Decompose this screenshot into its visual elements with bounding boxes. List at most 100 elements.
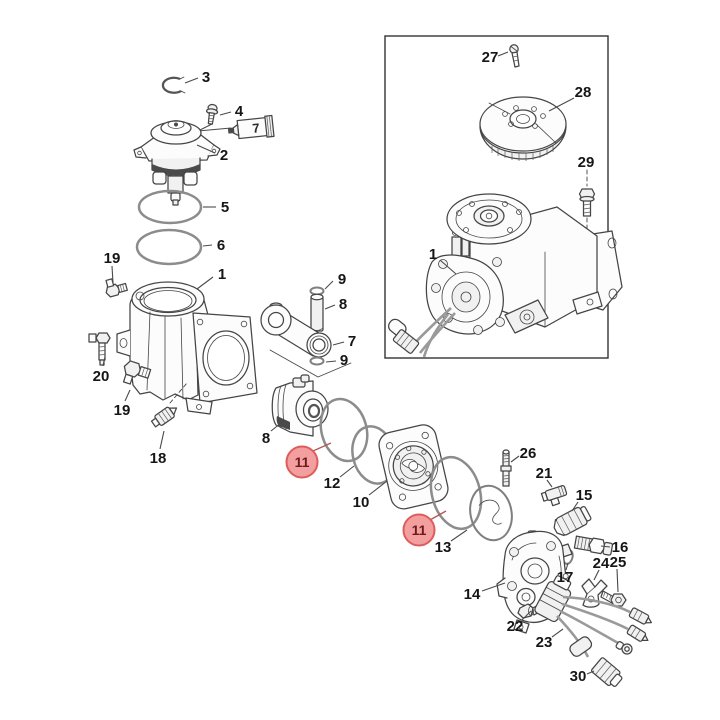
svg-text:17: 17 <box>557 569 574 586</box>
pulley-28 <box>479 96 567 161</box>
piston-8 <box>271 374 329 437</box>
svg-text:1: 1 <box>429 246 437 263</box>
callout-4: 4 <box>219 103 244 120</box>
svg-text:26: 26 <box>520 445 537 462</box>
callout-9-lower: 9 <box>325 352 348 369</box>
svg-text:15: 15 <box>576 487 593 504</box>
svg-text:8: 8 <box>262 430 270 447</box>
piston-pin-8 <box>310 293 324 332</box>
callout-20: 20 <box>93 356 110 385</box>
svg-text:6: 6 <box>217 237 225 254</box>
callout-7: 7 <box>332 333 356 350</box>
inset-box <box>384 35 609 359</box>
stud-26 <box>500 449 512 487</box>
cylinder-block-1 <box>116 281 258 415</box>
retaining-ring-9-upper <box>309 286 325 296</box>
callout-23: 23 <box>536 628 564 651</box>
elbow-fitting-21 <box>540 485 568 507</box>
bolt-25 <box>600 590 627 607</box>
callout-16: 16 <box>600 539 629 556</box>
svg-text:11: 11 <box>295 454 310 470</box>
svg-text:20: 20 <box>93 368 110 385</box>
callout-19-lower: 19 <box>114 389 131 419</box>
svg-text:13: 13 <box>435 539 452 556</box>
svg-text:9: 9 <box>338 271 346 288</box>
retaining-ring-3 <box>161 76 186 94</box>
svg-text:9: 9 <box>340 352 348 369</box>
retaining-ring-9-lower <box>309 356 325 366</box>
svg-text:19: 19 <box>104 250 121 267</box>
hotspot-11-second[interactable]: 11 <box>402 510 447 547</box>
hotspot-11-first[interactable]: 11 <box>285 442 332 479</box>
o-ring-11-first <box>319 397 369 463</box>
callout-9-upper: 9 <box>324 271 346 290</box>
svg-text:10: 10 <box>353 494 370 511</box>
callout-13: 13 <box>435 529 468 556</box>
svg-text:16: 16 <box>612 539 629 556</box>
wiring-harness-23 <box>534 573 652 658</box>
valve-18 <box>150 382 188 428</box>
callout-8-piston: 8 <box>262 422 282 447</box>
svg-text:14: 14 <box>464 586 481 603</box>
svg-text:25: 25 <box>610 554 627 571</box>
svg-text:29: 29 <box>578 154 595 171</box>
svg-text:19: 19 <box>114 402 131 419</box>
o-ring-11-second <box>429 455 483 531</box>
connecting-rod-7 <box>260 302 332 358</box>
svg-text:21: 21 <box>536 465 553 482</box>
callout-3: 3 <box>184 69 210 86</box>
callout-30: 30 <box>570 668 595 685</box>
valve-head-assembly-2 <box>133 120 221 206</box>
callout-22: 22 <box>507 610 532 635</box>
callout-21: 21 <box>536 465 553 488</box>
callout-19-upper: 19 <box>104 250 121 284</box>
o-ring-6 <box>135 228 203 266</box>
callout-29: 29 <box>578 154 595 171</box>
valve-plate-10 <box>378 424 449 510</box>
callout-2: 2 <box>196 144 228 164</box>
callout-5: 5 <box>203 199 229 216</box>
svg-text:7: 7 <box>348 333 356 350</box>
compressor-assembly <box>388 193 623 358</box>
plug-15 <box>553 505 592 537</box>
svg-text:18: 18 <box>150 450 167 467</box>
screw-4 <box>205 103 219 125</box>
callout-12: 12 <box>324 465 355 492</box>
svg-text:27: 27 <box>482 49 499 66</box>
screw-27 <box>509 44 520 68</box>
connector-30 <box>590 657 623 687</box>
svg-text:23: 23 <box>536 634 553 651</box>
callout-10: 10 <box>353 480 388 511</box>
callout-1-inset: 1 <box>429 246 457 275</box>
callout-28: 28 <box>548 84 592 112</box>
svg-text:4: 4 <box>235 103 244 120</box>
callout-26: 26 <box>510 445 537 463</box>
svg-text:12: 12 <box>324 475 341 492</box>
fitting-19-upper <box>105 278 128 298</box>
o-ring-5 <box>137 189 203 225</box>
callout-17: 17 <box>557 562 574 586</box>
svg-text:5: 5 <box>221 199 229 216</box>
callout-25: 25 <box>610 554 627 593</box>
svg-text:1: 1 <box>218 266 226 283</box>
callout-14: 14 <box>464 582 506 603</box>
callout-8-pin: 8 <box>324 296 347 313</box>
fitting-19-lower <box>122 360 152 385</box>
callout-18: 18 <box>150 430 167 467</box>
callout-24: 24 <box>593 555 610 581</box>
svg-text:28: 28 <box>575 84 592 101</box>
svg-text:22: 22 <box>507 618 524 635</box>
svg-text:11: 11 <box>412 522 427 538</box>
sensor-16 <box>573 535 614 556</box>
sealant-tube: 7 <box>197 114 275 140</box>
callout-15: 15 <box>571 487 593 512</box>
callout-6: 6 <box>202 237 225 254</box>
callout-27: 27 <box>482 49 509 66</box>
svg-text:2: 2 <box>220 147 228 164</box>
svg-text:24: 24 <box>593 555 610 572</box>
fitting-20 <box>88 332 111 366</box>
svg-text:8: 8 <box>339 296 347 313</box>
sealant-tube-number: 7 <box>252 120 261 136</box>
